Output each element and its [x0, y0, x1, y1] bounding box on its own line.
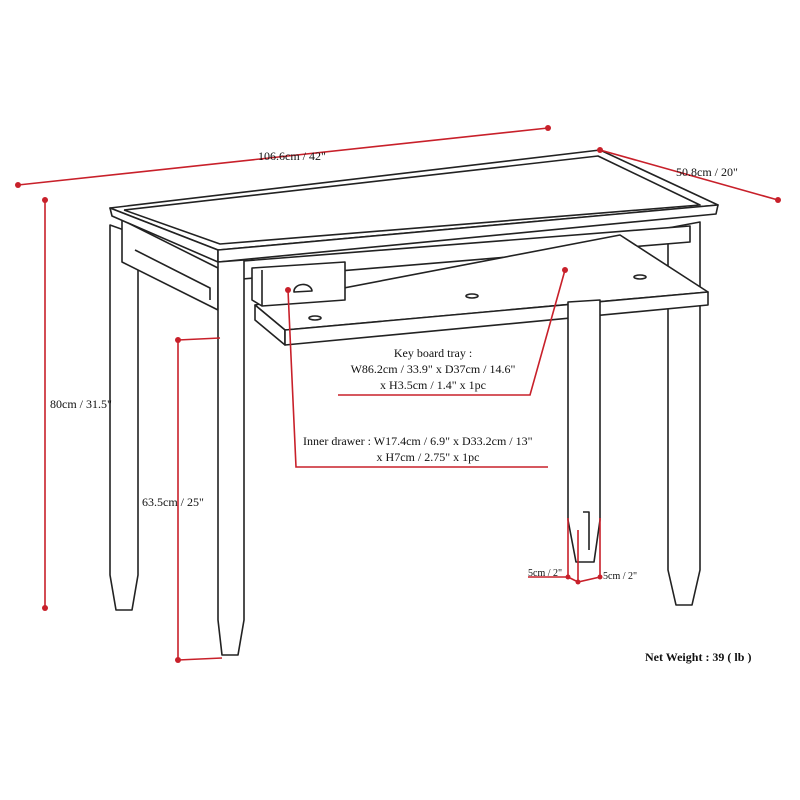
leg-width-label: 5cm / 2"	[528, 568, 562, 579]
drawer-pull	[293, 283, 313, 293]
leg-size-dimension	[528, 518, 603, 585]
clearance-dimension-line	[175, 337, 223, 663]
width-label: 106.6cm / 42"	[258, 149, 326, 163]
tray-leader-line	[338, 267, 568, 396]
tray-size-line2: x H3.5cm / 1.4" x 1pc	[380, 378, 486, 392]
front-left-leg	[217, 259, 245, 656]
height-label: 80cm / 31.5"	[50, 397, 112, 411]
depth-label: 50.8cm / 20"	[676, 165, 738, 179]
clearance-label: 63.5cm / 25"	[142, 495, 204, 509]
inner-drawer	[251, 261, 346, 307]
tray-title: Key board tray :	[394, 346, 472, 360]
drawer-leader-line	[285, 287, 548, 468]
front-right-leg	[567, 299, 601, 563]
net-weight: Net Weight : 39 ( lb )	[645, 650, 751, 664]
height-dimension-line	[42, 197, 48, 611]
drawer-size-line2: x H7cm / 2.75" x 1pc	[377, 450, 480, 464]
back-right-leg	[667, 221, 701, 606]
leg-depth-label: 5cm / 2"	[603, 571, 637, 582]
back-left-leg	[109, 224, 139, 611]
depth-dimension-line	[597, 147, 781, 203]
drawer-size-line1: Inner drawer : W17.4cm / 6.9" x D33.2cm …	[303, 434, 533, 448]
width-dimension-line	[15, 125, 551, 188]
tray-size-line1: W86.2cm / 33.9" x D37cm / 14.6"	[351, 362, 516, 376]
